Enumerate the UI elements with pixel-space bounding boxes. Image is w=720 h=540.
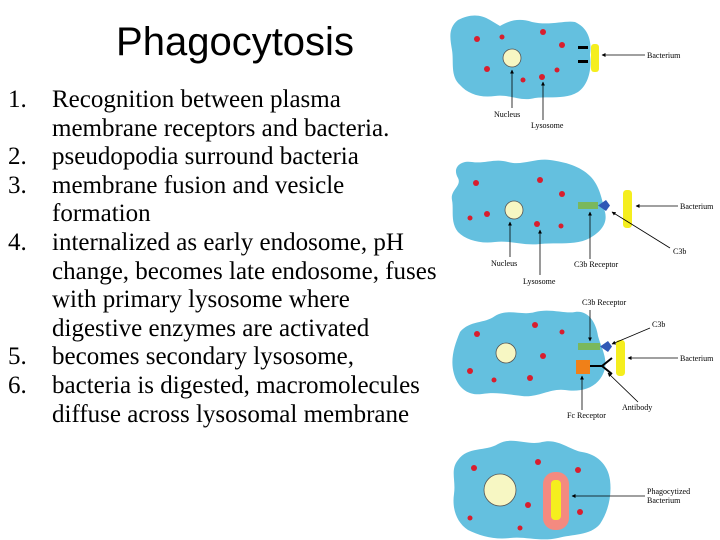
step-text: bacteria is digested, macromolecules dif… xyxy=(52,371,420,428)
membrane-receptor xyxy=(578,60,588,63)
fc-receptor xyxy=(576,360,590,374)
label-bacterium: Bacterium xyxy=(680,354,714,363)
lysosome-granules xyxy=(467,322,565,383)
lysosome-granules xyxy=(467,177,565,229)
step-number: 4. xyxy=(8,228,27,256)
label-phagocytized-bacterium-line2: Bacterium xyxy=(647,496,681,505)
membrane-receptor xyxy=(578,46,588,49)
phagocyte-cell xyxy=(453,440,611,540)
nucleus xyxy=(502,48,522,68)
label-fc-receptor: Fc Receptor xyxy=(567,411,606,420)
label-bacterium: Bacterium xyxy=(647,51,681,60)
bacterium xyxy=(623,190,632,228)
step-number: 3. xyxy=(8,171,27,199)
bacterium xyxy=(591,44,599,72)
step-number: 2. xyxy=(8,143,27,171)
label-nucleus: Nucleus xyxy=(491,259,517,268)
label-c3b: C3b xyxy=(673,247,686,256)
nucleus xyxy=(495,342,517,364)
c3b-molecule xyxy=(598,200,610,211)
phagocytosis-diagram: Bacterium Nucleus Lysosome Bacterium C3b… xyxy=(450,15,714,540)
label-c3b: C3b xyxy=(652,320,665,329)
step-number: 5. xyxy=(8,343,27,371)
step-item: 6. bacteria is digested, macromolecules d… xyxy=(8,372,443,429)
nucleus xyxy=(483,473,517,507)
step-list: 1. Recognition between plasma membrane re… xyxy=(8,86,443,429)
lysosome-granules xyxy=(474,29,565,83)
c3b-receptor xyxy=(578,343,600,350)
lysosome-granules xyxy=(467,459,583,531)
label-bacterium: Bacterium xyxy=(680,202,714,211)
panel-recognition: Bacterium Nucleus Lysosome xyxy=(450,15,681,130)
step-number: 1. xyxy=(8,86,27,113)
c3b-molecule xyxy=(600,341,612,352)
panel-phagocytized: Phagocytized Bacterium xyxy=(453,440,690,540)
slide-title: Phagocytosis xyxy=(116,20,354,64)
step-number: 6. xyxy=(8,371,27,399)
phagocyte-cell xyxy=(452,310,606,397)
bacterium xyxy=(616,340,625,376)
label-lysosome: Lysosome xyxy=(523,277,556,286)
label-nucleus: Nucleus xyxy=(494,110,520,119)
label-phagocytized-bacterium-line1: Phagocytized xyxy=(647,487,690,496)
step-text: becomes secondary lysosome, xyxy=(52,343,355,371)
panel-c3b-binding: Bacterium C3b Nucleus C3b Receptor Lysos… xyxy=(451,159,714,286)
label-c3b-receptor: C3b Receptor xyxy=(574,260,619,269)
step-item: 4. internalized as early endosome, pH cha… xyxy=(8,229,443,343)
phagocytized-bacterium xyxy=(551,480,561,520)
c3b-receptor xyxy=(578,202,598,209)
pointer-line xyxy=(607,372,639,403)
step-text: membrane fusion and vesicle formation xyxy=(52,171,345,228)
pointer-line xyxy=(611,211,671,249)
panel-opsonization: C3b Receptor C3b Bacterium Antibody Fc R… xyxy=(452,298,714,420)
nucleus xyxy=(504,200,524,220)
step-item: 3. membrane fusion and vesicle formation xyxy=(8,172,443,229)
step-item: 2. pseudopodia surround bacteria xyxy=(8,143,443,172)
step-text: Recognition between plasma membrane rece… xyxy=(52,86,390,142)
label-antibody: Antibody xyxy=(622,403,652,412)
label-c3b-receptor: C3b Receptor xyxy=(582,298,627,307)
phagocyte-cell xyxy=(451,159,606,245)
step-text: internalized as early endosome, pH chang… xyxy=(52,228,437,342)
label-lysosome: Lysosome xyxy=(531,121,564,130)
step-item: 5. becomes secondary lysosome, xyxy=(8,343,443,372)
step-item: 1. Recognition between plasma membrane re… xyxy=(8,86,443,143)
step-text: pseudopodia surround bacteria xyxy=(52,143,359,171)
pointer-line xyxy=(611,327,651,345)
antibody xyxy=(590,357,613,375)
